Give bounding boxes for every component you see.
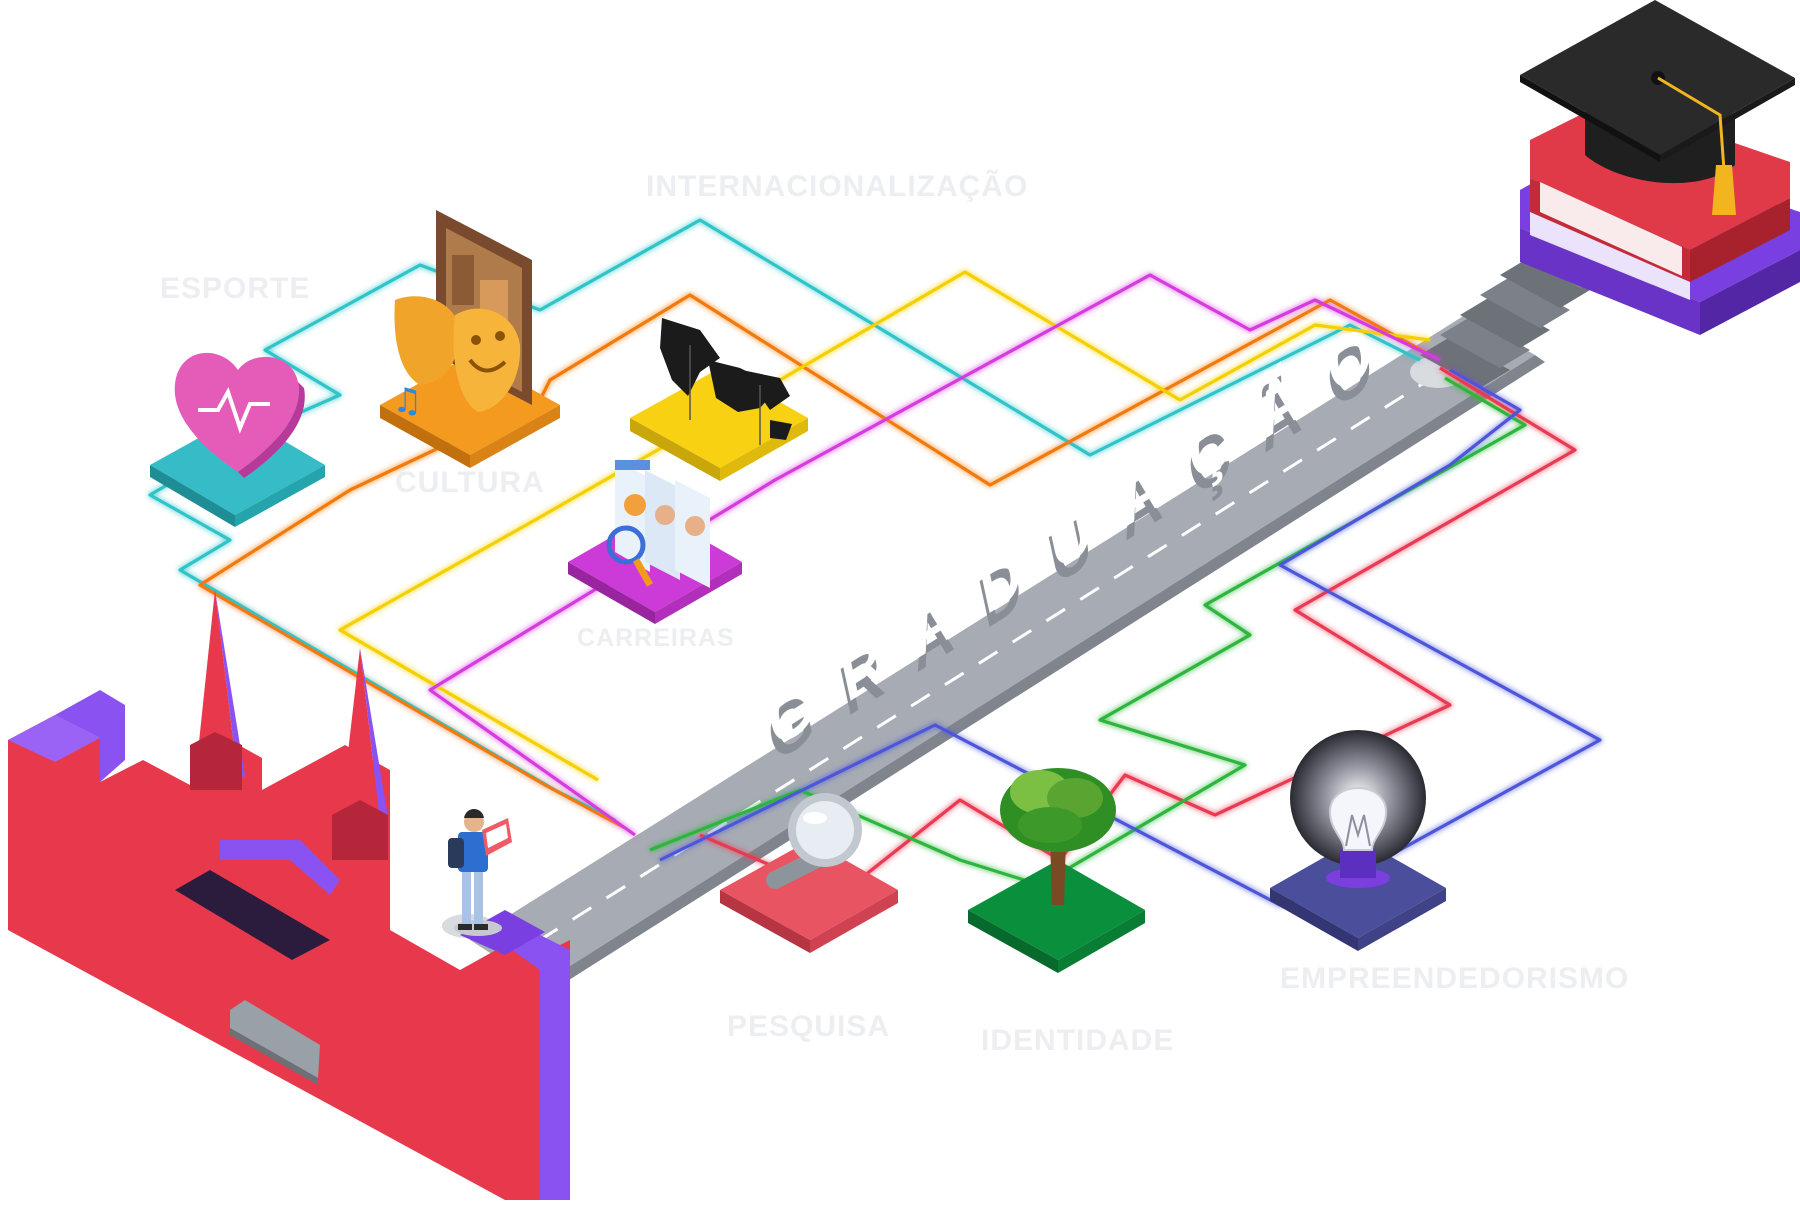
path-cyan bbox=[148, 218, 1421, 822]
station-carreiras[interactable] bbox=[568, 460, 742, 624]
resume-magnifier-icon bbox=[606, 460, 710, 588]
path-lines bbox=[148, 218, 1602, 907]
theater-masks-icon: ♫ bbox=[392, 210, 532, 421]
station-identidade[interactable] bbox=[968, 768, 1145, 973]
station-pesquisa[interactable] bbox=[720, 793, 898, 953]
station-esporte[interactable] bbox=[150, 352, 325, 527]
label-carreiras: CARREIRAS bbox=[577, 624, 735, 652]
label-identidade: IDENTIDADE bbox=[981, 1024, 1175, 1057]
station-internacionalizacao[interactable] bbox=[630, 318, 808, 481]
station-empreendedorismo[interactable] bbox=[1270, 730, 1446, 951]
path-yellow bbox=[338, 270, 1431, 782]
label-internacionalizacao: INTERNACIONALIZAÇÃO bbox=[646, 170, 1029, 203]
tree-icon bbox=[1000, 768, 1116, 905]
svg-text:♫: ♫ bbox=[392, 381, 422, 421]
label-cultura: CULTURA bbox=[395, 466, 545, 499]
path-magenta bbox=[428, 273, 1441, 837]
path-orange bbox=[198, 293, 1426, 830]
student-figure bbox=[448, 809, 512, 936]
graduation-cap-on-books bbox=[1520, 0, 1800, 335]
world-map-icon bbox=[660, 318, 792, 445]
heart-pulse-icon bbox=[174, 352, 305, 478]
label-empreendedorismo: EMPREENDEDORISMO bbox=[1280, 962, 1630, 995]
lightbulb-icon bbox=[1290, 730, 1426, 888]
university-building bbox=[8, 590, 570, 1200]
road-title-text: GRADUAÇÃO bbox=[761, 289, 1409, 764]
path-red bbox=[699, 366, 1577, 897]
road-title: GRADUAÇÃO bbox=[761, 289, 1409, 764]
label-esporte: ESPORTE bbox=[160, 272, 311, 305]
station-cultura[interactable]: ♫ bbox=[380, 210, 560, 468]
label-pesquisa: PESQUISA bbox=[727, 1010, 891, 1043]
magnifying-glass-icon bbox=[766, 793, 862, 889]
